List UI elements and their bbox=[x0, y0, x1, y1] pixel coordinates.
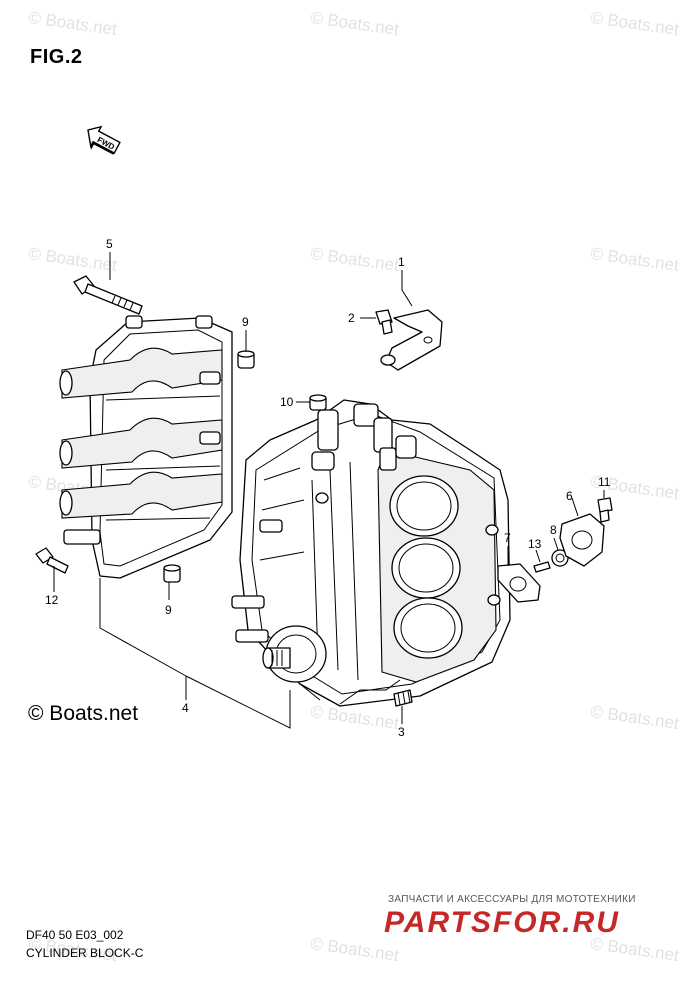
diagram-name: CYLINDER BLOCK-C bbox=[26, 946, 144, 960]
bolt-part-5 bbox=[73, 275, 143, 315]
leader-lines bbox=[53, 252, 605, 729]
callout-5: 5 bbox=[106, 237, 113, 251]
bolt-part-2 bbox=[375, 309, 393, 335]
plug-part-3 bbox=[393, 689, 413, 707]
callout-9: 9 bbox=[165, 603, 172, 617]
callout-4: 4 bbox=[182, 701, 189, 715]
gasket-part-7 bbox=[497, 563, 541, 603]
cylinder-block-part bbox=[231, 399, 511, 707]
plug-part-10 bbox=[309, 394, 327, 411]
fwd-arrow-icon: FWD bbox=[87, 125, 121, 155]
callout-3: 3 bbox=[398, 725, 405, 739]
crankcase-part bbox=[59, 315, 233, 579]
callout-11: 11 bbox=[598, 475, 611, 489]
callout-6: 6 bbox=[566, 489, 573, 503]
callout-1: 1 bbox=[398, 255, 405, 269]
callout-12: 12 bbox=[45, 593, 59, 607]
callout-2: 2 bbox=[348, 311, 355, 325]
o-ring-part-8 bbox=[551, 549, 569, 567]
bolt-part-12 bbox=[35, 547, 69, 574]
callout-10: 10 bbox=[280, 395, 294, 409]
bracket-part-1 bbox=[380, 309, 443, 371]
callout-8: 8 bbox=[550, 523, 557, 537]
dowel-pin-part-9-lower bbox=[163, 564, 181, 583]
copyright-notice: © Boats.net bbox=[28, 702, 139, 725]
brand-tagline: ЗАПЧАСТИ И АКСЕССУАРЫ ДЛЯ МОТОТЕХНИКИ bbox=[388, 894, 636, 905]
callout-9: 9 bbox=[242, 315, 249, 329]
callout-7: 7 bbox=[504, 531, 511, 545]
figure-title: FIG.2 bbox=[30, 46, 83, 68]
cover-part-6 bbox=[559, 513, 605, 567]
screw-part-13 bbox=[533, 561, 551, 573]
dowel-pin-part-9-upper bbox=[237, 350, 255, 369]
callout-13: 13 bbox=[528, 537, 542, 551]
diagram-code: DF40 50 E03_002 bbox=[26, 928, 124, 942]
brand-logo: PARTSFOR.RU bbox=[384, 906, 620, 939]
bolt-part-11 bbox=[597, 497, 613, 523]
